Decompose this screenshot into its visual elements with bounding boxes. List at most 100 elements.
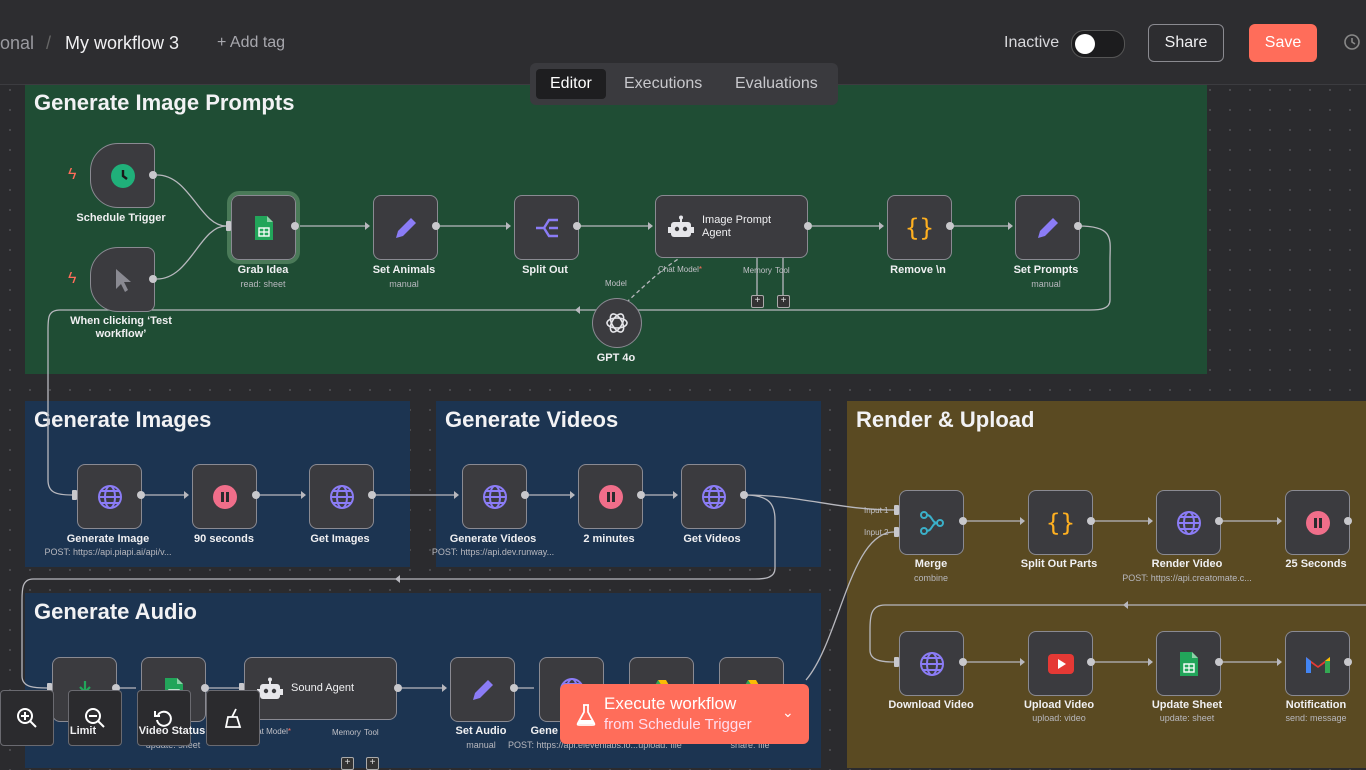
add-tool-button[interactable]: + [777,295,790,308]
node-sound-agent[interactable]: Sound Agent [244,657,397,720]
globe-icon [97,484,122,509]
node-grab-idea[interactable] [227,191,300,264]
google-sheets-icon [254,215,273,240]
history-icon[interactable] [1342,32,1362,52]
node-set-prompts[interactable] [1015,195,1080,260]
node-label: Grab Idea [237,264,289,276]
node-notification[interactable] [1285,631,1350,696]
pencil-icon [472,679,493,700]
output-port[interactable] [510,684,518,692]
breadcrumb-project[interactable]: onal [0,33,35,53]
output-port[interactable] [1087,658,1095,666]
output-port[interactable] [573,222,581,230]
node-upload-video[interactable] [1028,631,1093,696]
node-split-out-parts[interactable]: {} [1028,490,1093,555]
share-button[interactable]: Share [1148,24,1224,62]
node-merge[interactable] [899,490,964,555]
output-port[interactable] [946,222,954,230]
save-button[interactable]: Save [1249,24,1317,62]
node-wait-25-seconds[interactable] [1285,490,1350,555]
zoom-out-icon [85,708,105,728]
execute-workflow-button[interactable]: Execute workflow from Schedule Trigger ⌄ [560,684,809,744]
add-memory-button[interactable]: + [341,757,354,770]
output-port[interactable] [959,517,967,525]
output-port[interactable] [252,491,260,499]
node-set-audio[interactable] [450,657,515,722]
node-label: Gene [530,725,558,737]
tab-executions[interactable]: Executions [624,75,703,92]
node-label: Schedule Trigger [76,212,166,224]
output-port[interactable] [1344,517,1352,525]
add-memory-button[interactable]: + [751,295,764,308]
port-label-tool: Tool [364,728,379,737]
node-label: Split Out [522,264,568,276]
node-manual-trigger[interactable] [90,247,155,312]
node-set-animals[interactable] [373,195,438,260]
output-port[interactable] [394,684,402,692]
node-gpt-4o[interactable] [592,298,642,348]
chevron-down-icon[interactable]: ⌄ [782,704,794,720]
input-label-1: Input 1 [864,506,889,515]
group-title: Generate Audio [34,599,197,624]
node-subtitle: read: sheet [240,279,286,289]
group-title: Generate Videos [445,407,619,432]
output-port[interactable] [959,658,967,666]
node-remove-newlines[interactable]: {} [887,195,952,260]
zoom-out-button[interactable] [68,690,122,746]
output-port[interactable] [432,222,440,230]
node-subtitle: share: file [730,740,770,750]
breadcrumb-separator: / [46,33,52,53]
node-get-images[interactable] [309,464,374,529]
zoom-in-icon [17,708,37,728]
node-render-video[interactable] [1156,490,1221,555]
node-subtitle: manual [466,740,496,750]
output-port[interactable] [137,491,145,499]
output-port[interactable] [1074,222,1082,230]
output-port[interactable] [149,275,157,283]
input-label-2: Input 2 [864,528,889,537]
active-toggle[interactable] [1071,30,1125,58]
pencil-icon [1037,217,1058,238]
group-title: Render & Upload [856,407,1035,432]
tidy-up-button[interactable] [206,690,260,746]
tab-editor[interactable]: Editor [536,69,606,99]
output-port[interactable] [804,222,812,230]
input-port-2[interactable] [894,527,899,537]
robot-icon [257,677,283,699]
output-port[interactable] [1215,658,1223,666]
node-get-videos[interactable] [681,464,746,529]
input-port-1[interactable] [894,505,899,515]
node-update-sheet[interactable] [1156,631,1221,696]
node-schedule-trigger[interactable] [90,143,155,208]
output-port[interactable] [149,171,157,179]
output-port[interactable] [1215,517,1223,525]
node-generate-image[interactable] [77,464,142,529]
node-wait-90-seconds[interactable] [192,464,257,529]
node-image-prompt-agent[interactable]: Image Prompt Agent [655,195,808,258]
node-download-video[interactable] [899,631,964,696]
input-port[interactable] [226,221,231,231]
node-subtitle: manual [1031,279,1061,289]
youtube-icon [1047,653,1074,674]
output-port[interactable] [291,222,299,230]
node-wait-2-minutes[interactable] [578,464,643,529]
zoom-in-button[interactable] [0,690,54,746]
tab-evaluations[interactable]: Evaluations [735,75,818,92]
code-braces-icon: {} [1046,508,1075,537]
output-port[interactable] [637,491,645,499]
output-port[interactable] [740,491,748,499]
workflow-title[interactable]: My workflow 3 [65,33,180,53]
output-port[interactable] [1087,517,1095,525]
trigger-bolt-icon: ϟ [68,270,77,287]
node-generate-videos[interactable] [462,464,527,529]
output-port[interactable] [1344,658,1352,666]
input-port[interactable] [72,490,77,500]
node-label-limit: Limit [69,725,97,737]
node-split-out[interactable] [514,195,579,260]
output-port[interactable] [368,491,376,499]
input-port[interactable] [894,657,899,667]
add-tool-button[interactable]: + [366,757,379,770]
add-tag-button[interactable]: + Add tag [217,34,286,51]
output-port[interactable] [521,491,529,499]
reset-zoom-button[interactable] [137,690,191,746]
